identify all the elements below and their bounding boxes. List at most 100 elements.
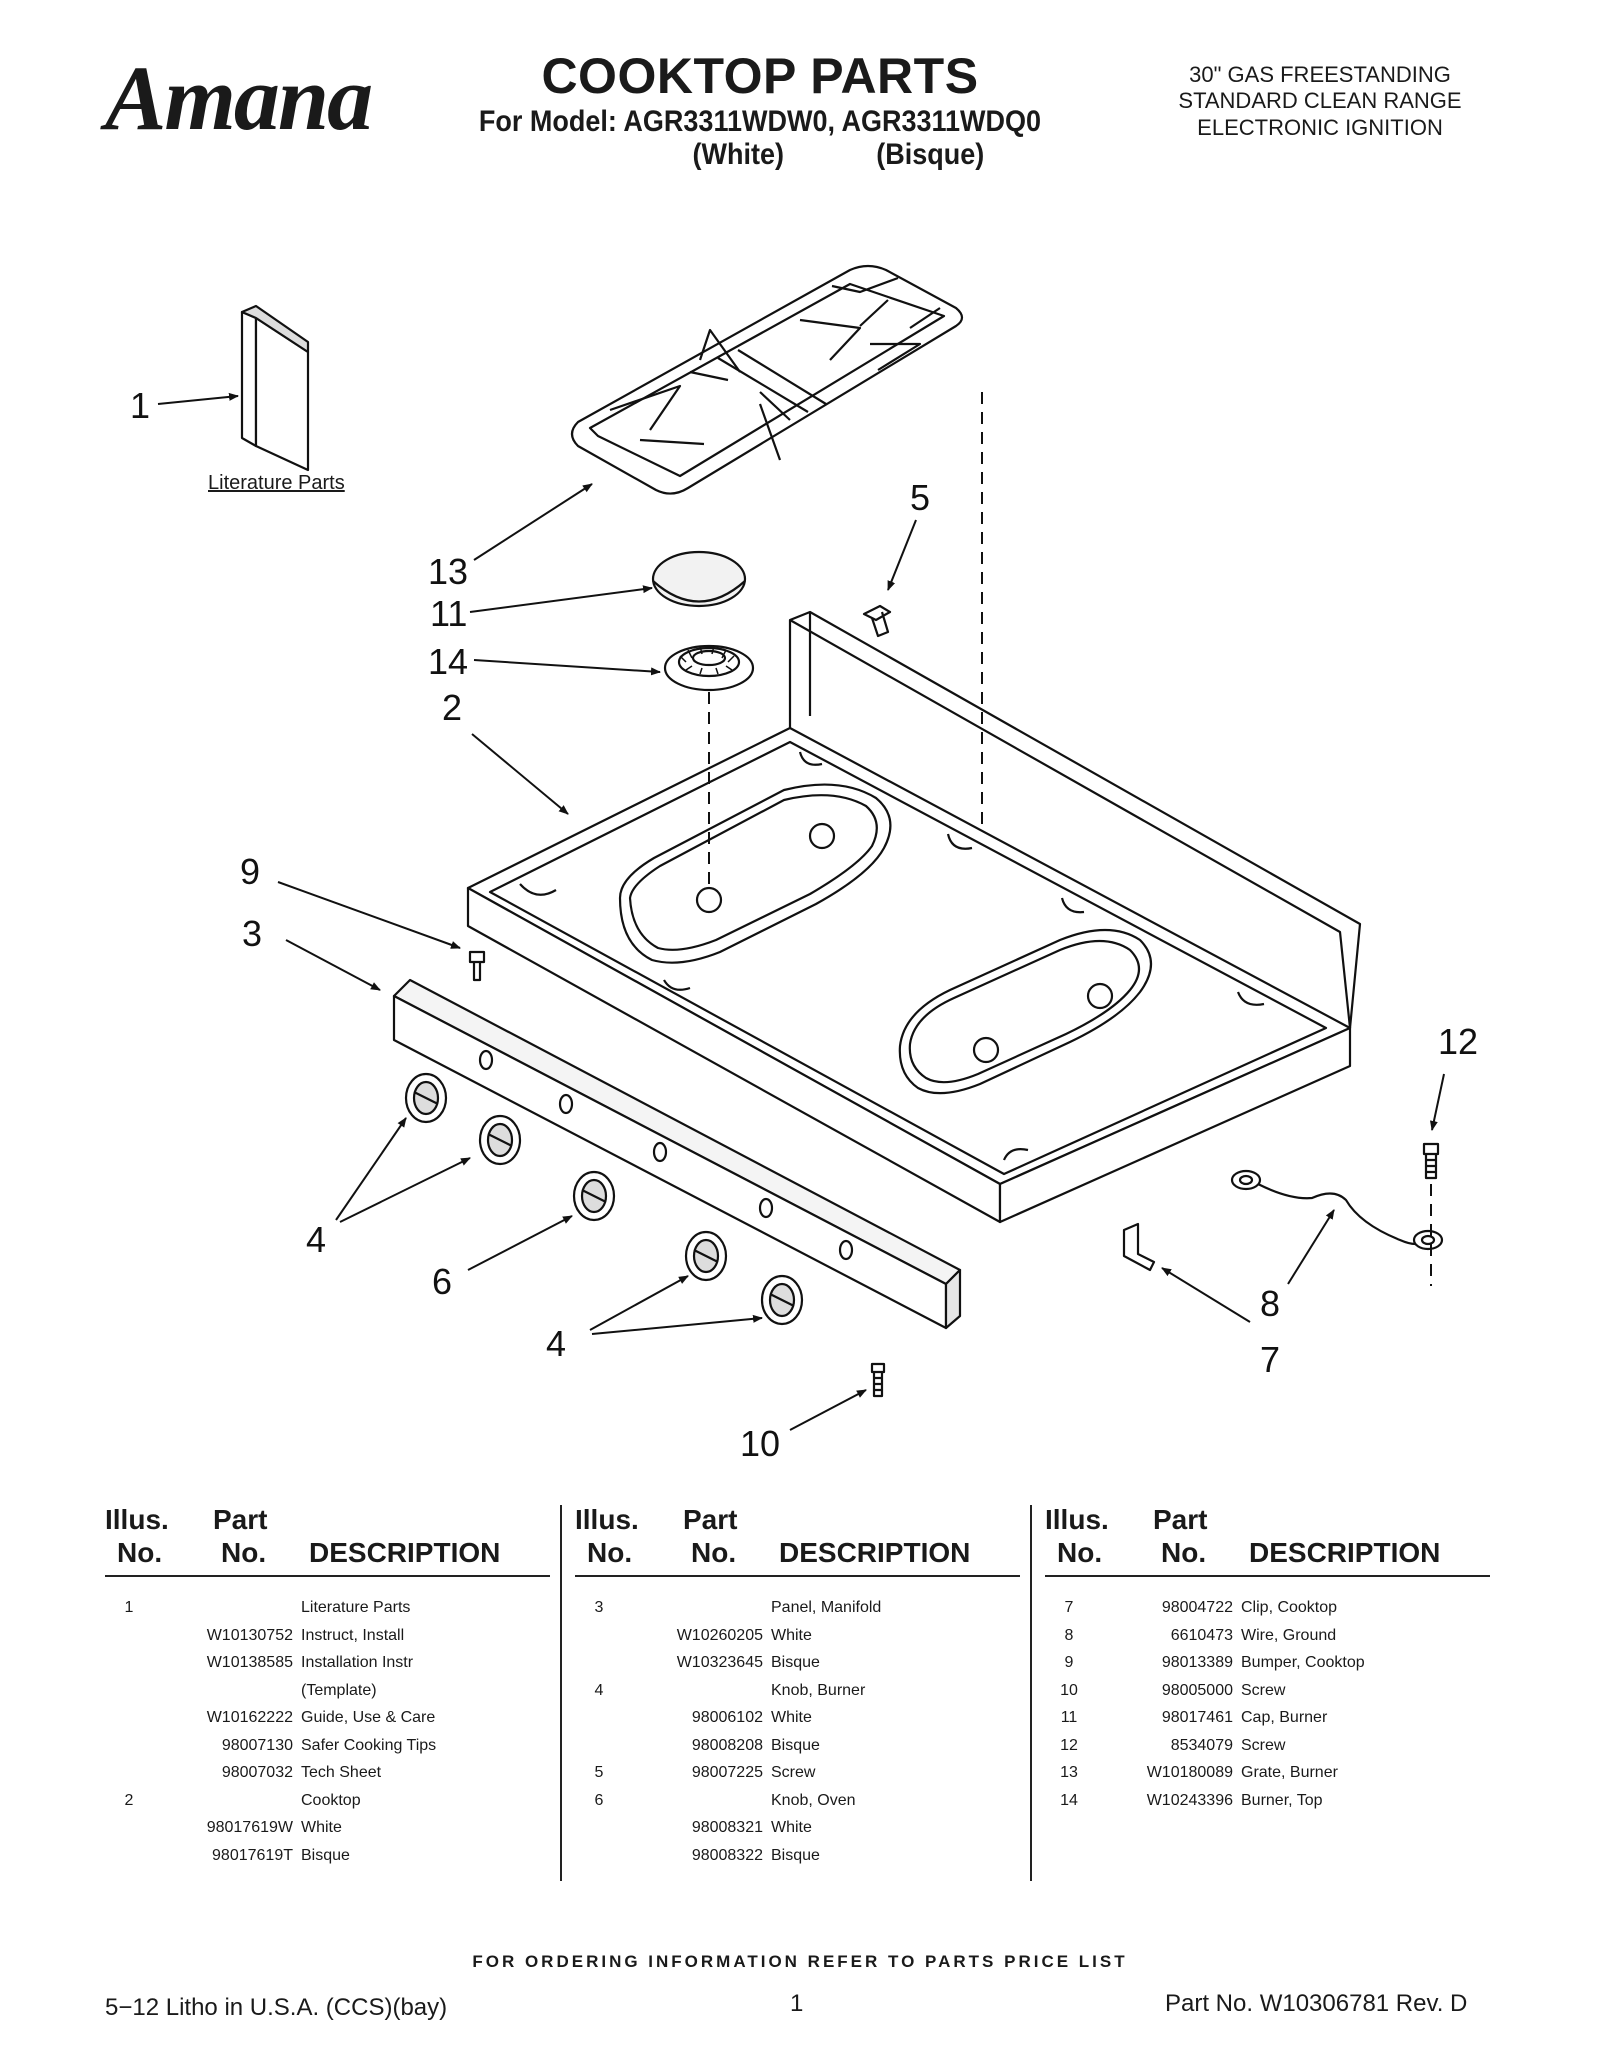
cooktop-clip [1122,1222,1156,1272]
callout-6: 6 [432,1261,452,1302]
burner-knob [404,1072,448,1124]
header-illus-no: No. [1057,1537,1103,1568]
callout-10: 10 [740,1423,780,1464]
page-number: 1 [790,1990,804,2017]
leader-9 [277,881,461,949]
screw-5 [862,604,892,638]
leader-11 [469,585,653,613]
callout-1: 1 [130,385,150,426]
callout-7: 7 [1260,1339,1280,1380]
exploded-diagram: 1 13 11 14 2 5 9 3 4 6 4 10 12 8 7 [130,264,1478,1464]
header-description: DESCRIPTION [1249,1537,1441,1568]
screw-10 [870,1362,886,1398]
header-illus-no: No. [117,1537,163,1568]
manifold-panel [392,978,962,1330]
ordering-note: FOR ORDERING INFORMATION REFER TO PARTS … [472,1952,1128,1971]
leader-6 [467,1215,573,1271]
range-type-line: STANDARD CLEAN RANGE [1178,88,1462,114]
header-part: Part [683,1504,738,1535]
leader-10 [789,1389,867,1431]
callout-2: 2 [442,687,462,728]
model-line: For Model: AGR3311WDW0, AGR3311WDQ0 [478,104,1042,138]
leader-2 [471,733,569,815]
title-block: COOKTOP PARTS For Model: AGR3311WDW0, AG… [440,50,1080,171]
callout-9: 9 [240,851,260,892]
burner-grate [570,264,964,495]
burner-knob [684,1230,728,1282]
literature-parts-label: Literature Parts [208,472,345,494]
top-burner [663,644,755,692]
leader-5 [887,519,917,591]
column-divider [1030,1505,1032,1881]
oven-knob [572,1170,616,1222]
leader-4b [339,1157,471,1223]
leader-14 [473,659,661,676]
header-part: Part [213,1504,268,1535]
brand-logo: Amana [105,47,373,149]
variant-white: (White) [692,137,784,171]
model-variants: (White) (Bisque) [472,138,1048,171]
ground-wire [1230,1169,1444,1251]
page-title: COOKTOP PARTS [541,48,979,104]
callout-14: 14 [428,641,468,682]
leader-7 [1161,1267,1251,1323]
callout-11: 11 [430,593,467,634]
header-illus: Illus. [575,1504,639,1535]
leader-4a [335,1117,407,1221]
range-type-line: 30" GAS FREESTANDING [1189,62,1451,87]
header-illus: Illus. [105,1504,169,1535]
knobs [404,1072,804,1326]
leader-3 [285,939,381,991]
leader-13 [473,483,593,561]
leader-4c [589,1275,689,1331]
burner-knob [478,1114,522,1166]
header-illus: Illus. [1045,1504,1109,1535]
leader-12 [1429,1073,1445,1131]
leader-4d [591,1314,763,1335]
column-header: Illus. Part No. No. DESCRIPTION [1045,1504,1490,1577]
range-type: 30" GAS FREESTANDING STANDARD CLEAN RANG… [1150,62,1490,141]
header-description: DESCRIPTION [309,1537,501,1568]
callout-8: 8 [1260,1283,1280,1324]
header-part-no: No. [221,1537,267,1568]
cooktop [466,610,1362,1224]
column-header: Illus. Part No. No. DESCRIPTION [575,1504,1020,1577]
header-part: Part [1153,1504,1208,1535]
callout-12: 12 [1438,1021,1478,1062]
callout-3: 3 [242,913,262,954]
screw-12 [1422,1142,1440,1180]
variant-bisque: (Bisque) [876,137,985,171]
header-illus-no: No. [587,1537,633,1568]
literature-card [240,304,310,472]
burner-cap [651,550,747,608]
